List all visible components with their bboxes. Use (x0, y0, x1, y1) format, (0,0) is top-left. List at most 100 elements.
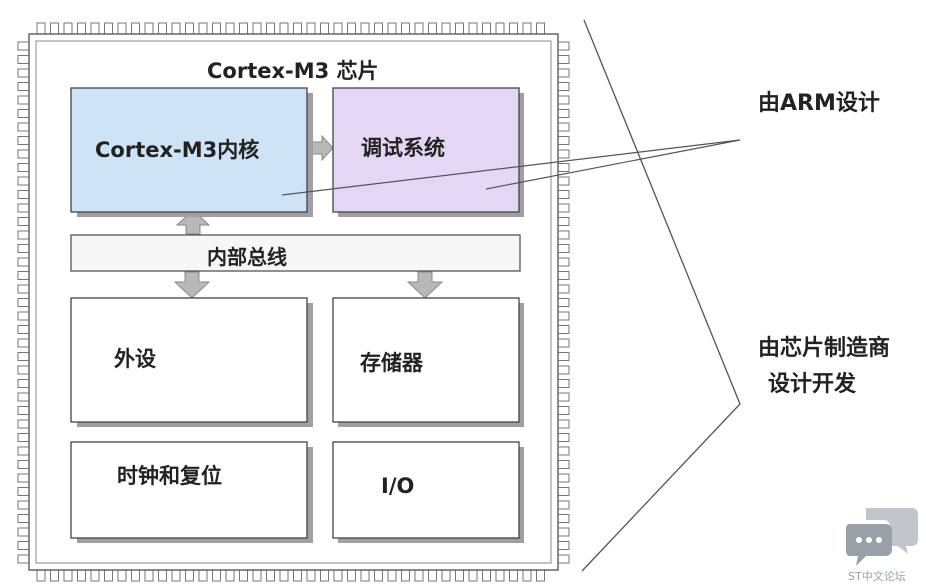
chip-pin (266, 22, 275, 35)
chip-pin (557, 41, 570, 51)
chip-pin (387, 569, 397, 582)
chip-pin (225, 22, 235, 35)
chip-pin (104, 22, 113, 35)
chip-pin (77, 22, 86, 35)
chip-pin (557, 406, 570, 415)
chip-pin (557, 365, 570, 375)
chip-pin (557, 460, 570, 469)
chip-pin (17, 149, 30, 159)
chip-pin (557, 554, 570, 564)
chip-pin (17, 244, 30, 253)
chip-pin (557, 271, 570, 280)
chip-pin (17, 419, 30, 429)
debug-block (332, 87, 520, 213)
chip-pin (17, 446, 30, 456)
chip-pin (17, 541, 30, 550)
chip-pin (557, 419, 570, 429)
chip-pin (293, 569, 302, 582)
chip-pin (557, 230, 570, 240)
chip-pin (171, 22, 181, 35)
chip-pin (455, 22, 464, 35)
chip-pin (17, 338, 30, 348)
chip-pin (63, 569, 73, 582)
watermark-text: ST中文论坛 (848, 570, 906, 583)
chip-pin (557, 257, 570, 267)
chip-pin (17, 136, 30, 145)
chip-pin (557, 136, 570, 145)
chip-pin (185, 569, 194, 582)
chip-pin (557, 149, 570, 159)
chip-pin (428, 22, 437, 35)
chip-pin (347, 569, 356, 582)
chip-pin (455, 569, 464, 582)
chip-pin (17, 284, 30, 294)
bus-peripheral-arrow (173, 271, 211, 299)
chip-pin (557, 298, 570, 307)
chip-pin (17, 122, 30, 132)
chip-pin (374, 569, 383, 582)
chip-pin (557, 109, 570, 118)
chip-pin (104, 569, 113, 582)
chip-pin (17, 68, 30, 78)
chip-pin (320, 22, 329, 35)
chip-pin (279, 22, 289, 35)
chip-pin (557, 244, 570, 253)
chip-pin (557, 514, 570, 523)
chip-pin (17, 176, 30, 186)
chip-pin (198, 569, 208, 582)
vendor-label-line1: 由芯片制造商 (758, 336, 891, 361)
chip-pin (293, 22, 302, 35)
chip-pin (557, 68, 570, 78)
chip-pin (158, 569, 167, 582)
chip-pin (557, 311, 570, 321)
vendor-label-line2: 设计开发 (768, 372, 857, 397)
chip-pin (266, 569, 275, 582)
chip-pin (144, 569, 154, 582)
chip-pin (495, 569, 505, 582)
chip-pin (557, 95, 570, 105)
chip-pin (468, 22, 478, 35)
chip-pin (360, 22, 370, 35)
chip-pin (50, 22, 59, 35)
bus-label: 内部总线 (207, 245, 287, 269)
chip-pin (557, 433, 570, 442)
chip-pin (50, 569, 59, 582)
chip-pin (90, 22, 100, 35)
chip-pin (17, 190, 30, 199)
chip-pin (17, 95, 30, 105)
chip-pin (306, 569, 316, 582)
chip-pin (17, 514, 30, 523)
chip-pin (557, 473, 570, 483)
chip-pin (522, 22, 532, 35)
chip-pin (17, 379, 30, 388)
chip-pin (557, 325, 570, 334)
chip-pin (347, 22, 356, 35)
chip-pin (17, 473, 30, 483)
chip-pin (557, 217, 570, 226)
arm-leader-core (281, 139, 741, 196)
chip-pin (468, 569, 478, 582)
chip-pin (117, 569, 127, 582)
peripheral-label: 外设 (114, 347, 156, 371)
chip-pin (401, 22, 410, 35)
clock-reset-label: 时钟和复位 (117, 464, 222, 488)
chip-pin (557, 487, 570, 496)
chip-pin (374, 22, 383, 35)
chip-pin (17, 203, 30, 213)
core-block (70, 87, 308, 213)
chip-pin (158, 22, 167, 35)
chip-pin (17, 163, 30, 172)
memory-label: 存储器 (360, 351, 423, 375)
chip-pin (522, 569, 532, 582)
chip-pin (557, 527, 570, 537)
chip-pin (401, 569, 410, 582)
clock-reset-block (70, 441, 308, 539)
chip-pin (414, 22, 424, 35)
io-block (332, 441, 520, 539)
chip-pin (509, 22, 518, 35)
chip-pin (17, 433, 30, 442)
chip-pin (557, 190, 570, 199)
chip-pin (17, 500, 30, 510)
chip-pin (63, 22, 73, 35)
chip-pin (441, 22, 451, 35)
